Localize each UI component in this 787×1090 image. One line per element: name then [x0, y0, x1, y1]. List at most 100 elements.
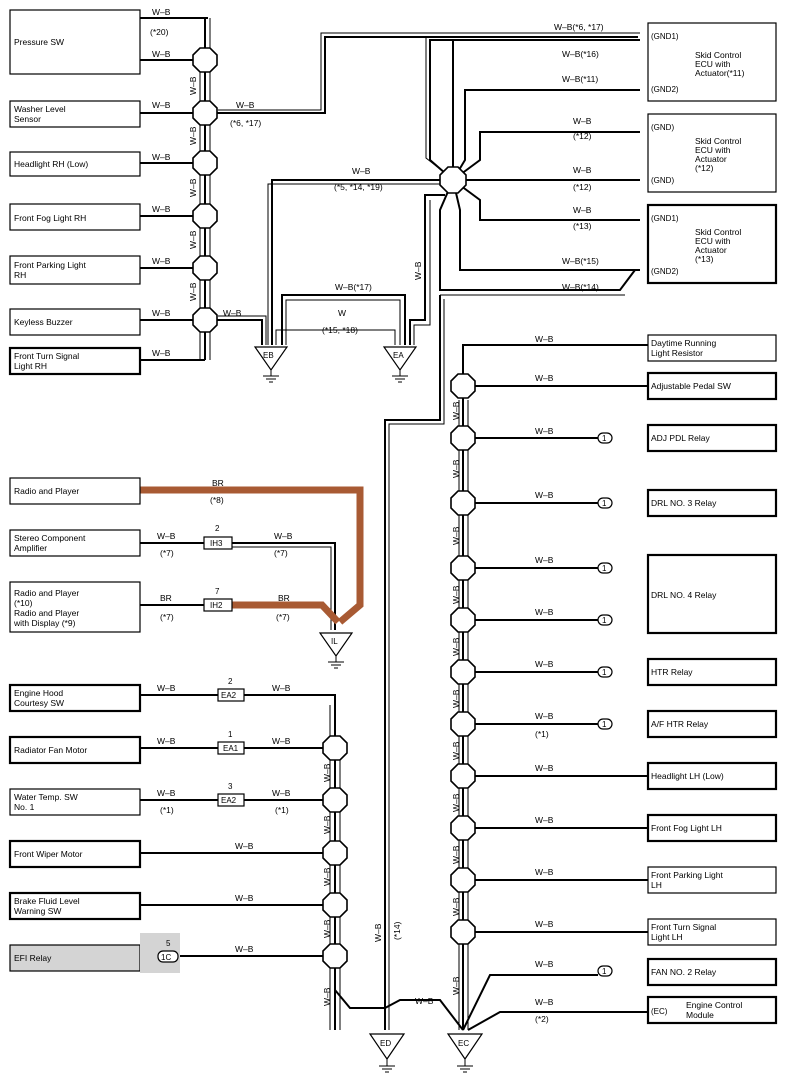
svg-text:W–B: W–B	[152, 7, 171, 17]
svg-text:W–B: W–B	[188, 282, 198, 301]
svg-text:W–B: W–B	[223, 308, 242, 318]
component-turn-signal-rh: Front Turn Signal Light RH	[8, 346, 142, 376]
splice-4	[192, 203, 218, 229]
svg-text:EB: EB	[263, 351, 274, 360]
connector-1c: 1C 5	[157, 939, 179, 963]
splice-2	[192, 100, 218, 126]
svg-text:BR: BR	[212, 478, 224, 488]
svg-text:W–B: W–B	[157, 736, 176, 746]
svg-text:Courtesy SW: Courtesy SW	[14, 698, 64, 708]
svg-text:W–B: W–B	[235, 893, 254, 903]
svg-text:(*10): (*10)	[14, 598, 33, 608]
splice-r8	[450, 763, 476, 789]
svg-text:W–B: W–B	[415, 996, 434, 1006]
svg-text:DRL NO. 4 Relay: DRL NO. 4 Relay	[651, 590, 717, 600]
svg-text:W–B: W–B	[451, 845, 461, 864]
svg-text:FAN NO. 2 Relay: FAN NO. 2 Relay	[651, 967, 717, 977]
svg-text:Front Turn Signal: Front Turn Signal	[14, 351, 79, 361]
component-radiator-fan-motor: Radiator Fan Motor	[8, 735, 142, 765]
splice-r5	[450, 607, 476, 633]
svg-text:(GND): (GND)	[651, 176, 674, 185]
svg-text:W–B: W–B	[188, 230, 198, 249]
svg-text:W–B: W–B	[152, 256, 171, 266]
svg-text:ECU with: ECU with	[695, 145, 731, 155]
svg-text:W–B: W–B	[451, 741, 461, 760]
svg-text:EA: EA	[393, 351, 404, 360]
svg-text:Engine Control: Engine Control	[686, 1000, 742, 1010]
svg-text:(*1): (*1)	[160, 805, 174, 815]
svg-text:EA1: EA1	[223, 744, 239, 753]
svg-text:1: 1	[602, 668, 607, 677]
ground-eb: EB	[253, 346, 289, 383]
splice-l3	[322, 840, 348, 866]
svg-text:2: 2	[215, 524, 220, 533]
component-headlight-lh: Headlight LH (Low)	[646, 761, 778, 791]
svg-text:1C: 1C	[161, 953, 171, 962]
svg-text:Water Temp. SW: Water Temp. SW	[14, 792, 78, 802]
svg-text:IH2: IH2	[210, 601, 223, 610]
svg-text:W–B: W–B	[157, 788, 176, 798]
svg-text:Headlight LH (Low): Headlight LH (Low)	[651, 771, 724, 781]
splice-1	[192, 47, 218, 73]
svg-text:W–B: W–B	[535, 334, 554, 344]
component-af-htr-relay: A/F HTR Relay	[646, 709, 778, 739]
svg-text:with Display (*9): with Display (*9)	[13, 618, 76, 628]
svg-text:W–B: W–B	[274, 531, 293, 541]
svg-text:W–B: W–B	[152, 100, 171, 110]
svg-text:3: 3	[228, 782, 233, 791]
svg-text:1: 1	[602, 967, 607, 976]
component-pressure-sw: Pressure SW	[9, 9, 141, 75]
svg-text:(*1): (*1)	[535, 729, 549, 739]
svg-text:W–B: W–B	[451, 897, 461, 916]
svg-text:(*5, *14, *19): (*5, *14, *19)	[334, 182, 383, 192]
component-engine-control-module: (EC) Engine Control Module	[646, 995, 778, 1025]
svg-text:(*1): (*1)	[275, 805, 289, 815]
svg-text:W–B: W–B	[573, 205, 592, 215]
connector-ih3: IH3 2	[203, 524, 233, 550]
svg-text:W–B: W–B	[322, 815, 332, 834]
svg-text:Module: Module	[686, 1010, 714, 1020]
svg-text:W–B: W–B	[272, 788, 291, 798]
svg-text:W–B: W–B	[322, 987, 332, 1006]
svg-text:W–B: W–B	[535, 711, 554, 721]
component-radio-player-display: Radio and Player (*10) Radio and Player …	[9, 581, 141, 633]
svg-text:ADJ PDL Relay: ADJ PDL Relay	[651, 433, 710, 443]
svg-text:Radio and Player: Radio and Player	[14, 588, 79, 598]
svg-text:W–B(*6, *17): W–B(*6, *17)	[554, 22, 604, 32]
svg-text:EFI Relay: EFI Relay	[14, 953, 52, 963]
svg-text:Actuator(*11): Actuator(*11)	[695, 68, 745, 78]
svg-text:Front Fog Light LH: Front Fog Light LH	[651, 823, 722, 833]
connector-ea2-hood: EA2 2	[217, 677, 245, 702]
component-skid-ecu-12: (GND) (GND) Skid Control ECU with Actuat…	[647, 113, 777, 193]
connector-ih2: IH2 7	[203, 587, 233, 612]
svg-text:Washer Level: Washer Level	[14, 104, 66, 114]
svg-text:(GND2): (GND2)	[651, 267, 679, 276]
svg-text:Front Turn Signal: Front Turn Signal	[651, 922, 716, 932]
splice-5	[192, 255, 218, 281]
svg-text:(GND): (GND)	[651, 123, 674, 132]
svg-text:(GND1): (GND1)	[651, 32, 679, 41]
svg-text:(*7): (*7)	[276, 612, 290, 622]
component-water-temp-sw: Water Temp. SW No. 1	[9, 788, 141, 816]
svg-text:W–B: W–B	[535, 763, 554, 773]
svg-text:(EC): (EC)	[651, 1007, 668, 1016]
svg-text:1: 1	[602, 434, 607, 443]
svg-text:(*15, *18): (*15, *18)	[322, 325, 358, 335]
svg-text:(*6, *17): (*6, *17)	[230, 118, 261, 128]
svg-text:LH: LH	[651, 880, 662, 890]
component-drl4-relay: DRL NO. 4 Relay	[646, 553, 778, 635]
splice-hub	[439, 166, 467, 194]
svg-text:W–B: W–B	[188, 178, 198, 197]
svg-text:BR: BR	[278, 593, 290, 603]
svg-text:Sensor: Sensor	[14, 114, 41, 124]
component-adj-pdl-relay: ADJ PDL Relay	[646, 423, 778, 453]
svg-text:W–B: W–B	[152, 308, 171, 318]
svg-text:W–B: W–B	[373, 923, 383, 942]
component-parking-light-rh: Front Parking Light RH	[9, 255, 141, 285]
svg-text:W–B(*16): W–B(*16)	[562, 49, 599, 59]
svg-text:A/F HTR Relay: A/F HTR Relay	[651, 719, 709, 729]
svg-text:W–B: W–B	[451, 793, 461, 812]
svg-text:(*7): (*7)	[160, 612, 174, 622]
svg-text:Front Parking Light: Front Parking Light	[14, 260, 86, 270]
component-skid-ecu-13: (GND1) (GND2) Skid Control ECU with Actu…	[646, 203, 778, 285]
